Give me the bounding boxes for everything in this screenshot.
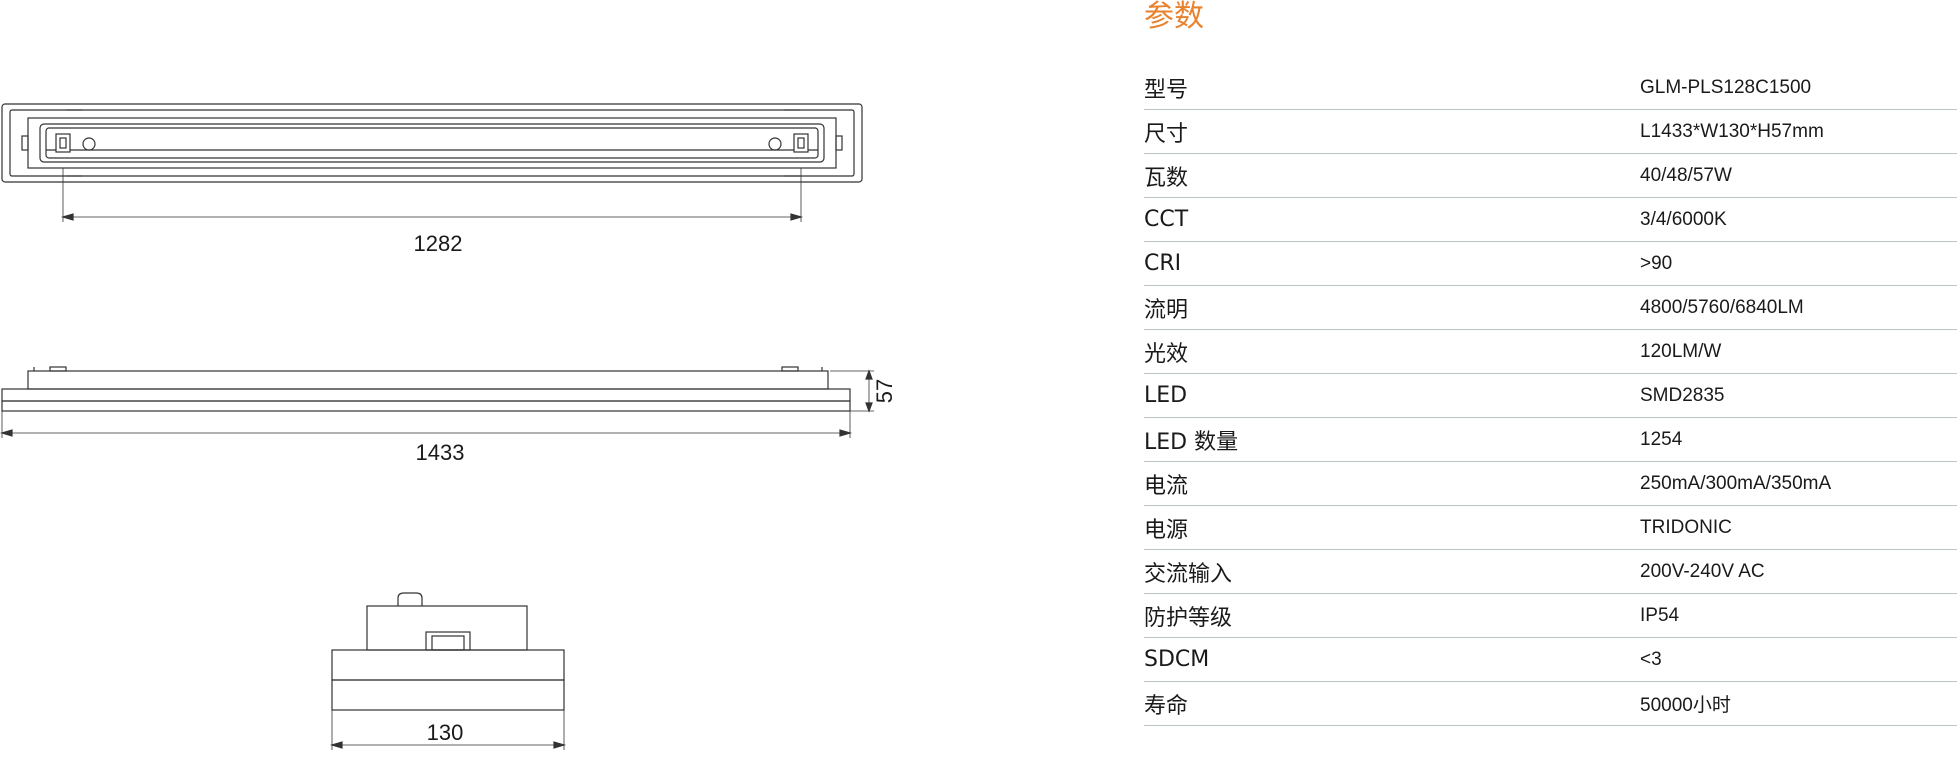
spec-row: 流明 4800/5760/6840LM <box>1144 286 1957 330</box>
spec-key: 交流输入 <box>1144 561 1233 587</box>
spec-key: 寿命 <box>1144 693 1189 719</box>
spec-row: 瓦数 40/48/57W <box>1144 154 1957 198</box>
spec-value: 250mA/300mA/350mA <box>1640 472 1832 494</box>
spec-table: 型号 GLM-PLS128C1500 尺寸 L1433*W130*H57mm 瓦数 40/… <box>1144 66 1957 726</box>
spec-value: >90 <box>1640 252 1673 274</box>
side-view <box>0 366 874 438</box>
spec-key: 尺寸 <box>1144 121 1189 147</box>
spec-row: 型号 GLM-PLS128C1500 <box>1144 66 1957 110</box>
spec-value: 50000小时 <box>1640 695 1731 716</box>
spec-key: CCT <box>1144 207 1189 232</box>
spec-key: 电源 <box>1144 517 1189 543</box>
spec-value: 4800/5760/6840LM <box>1640 296 1804 318</box>
spec-row: 电源 TRIDONIC <box>1144 506 1957 550</box>
end-view <box>329 592 567 750</box>
spec-title: 参数 <box>1144 0 1204 34</box>
dimension-1433: 1433 <box>416 440 465 465</box>
spec-value: SMD2835 <box>1640 384 1725 406</box>
spec-value: <3 <box>1640 648 1662 670</box>
spec-value: GLM-PLS128C1500 <box>1640 76 1812 98</box>
technical-drawing: 1282 1433 57 130 <box>0 103 897 750</box>
spec-row: 防护等级 IP54 <box>1144 594 1957 638</box>
spec-row: 尺寸 L1433*W130*H57mm <box>1144 110 1957 154</box>
spec-row: CRI >90 <box>1144 242 1957 286</box>
spec-row: 交流输入 200V-240V AC <box>1144 550 1957 594</box>
spec-value: IP54 <box>1640 604 1680 626</box>
spec-key: 型号 <box>1144 77 1189 103</box>
spec-row: 电流 250mA/300mA/350mA <box>1144 462 1957 506</box>
spec-row: 光效 120LM/W <box>1144 330 1957 374</box>
spec-value: 1254 <box>1640 428 1683 450</box>
spec-key: 光效 <box>1144 341 1189 367</box>
spec-value: 3/4/6000K <box>1640 208 1727 230</box>
dimension-130: 130 <box>427 720 464 745</box>
spec-key: 瓦数 <box>1144 165 1189 191</box>
spec-value: 120LM/W <box>1640 340 1722 362</box>
spec-key: SDCM <box>1144 647 1210 672</box>
spec-row: 寿命 50000小时 <box>1144 682 1957 726</box>
spec-row: LED 数量 1254 <box>1144 418 1957 462</box>
spec-key: LED 数量 <box>1144 429 1239 455</box>
spec-row: SDCM <3 <box>1144 638 1957 682</box>
spec-key: 防护等级 <box>1144 605 1233 631</box>
spec-key: LED <box>1144 383 1188 408</box>
spec-row: CCT 3/4/6000K <box>1144 198 1957 242</box>
top-view <box>1 103 863 222</box>
spec-value: 40/48/57W <box>1640 164 1732 186</box>
spec-value: L1433*W130*H57mm <box>1640 120 1824 142</box>
spec-value: TRIDONIC <box>1640 516 1732 538</box>
spec-key: CRI <box>1144 251 1182 276</box>
dimension-1282: 1282 <box>414 231 463 256</box>
spec-row: LED SMD2835 <box>1144 374 1957 418</box>
spec-key: 流明 <box>1144 297 1189 323</box>
spec-key: 电流 <box>1144 473 1189 499</box>
dimension-57: 57 <box>872 379 897 403</box>
spec-value: 200V-240V AC <box>1640 560 1765 582</box>
